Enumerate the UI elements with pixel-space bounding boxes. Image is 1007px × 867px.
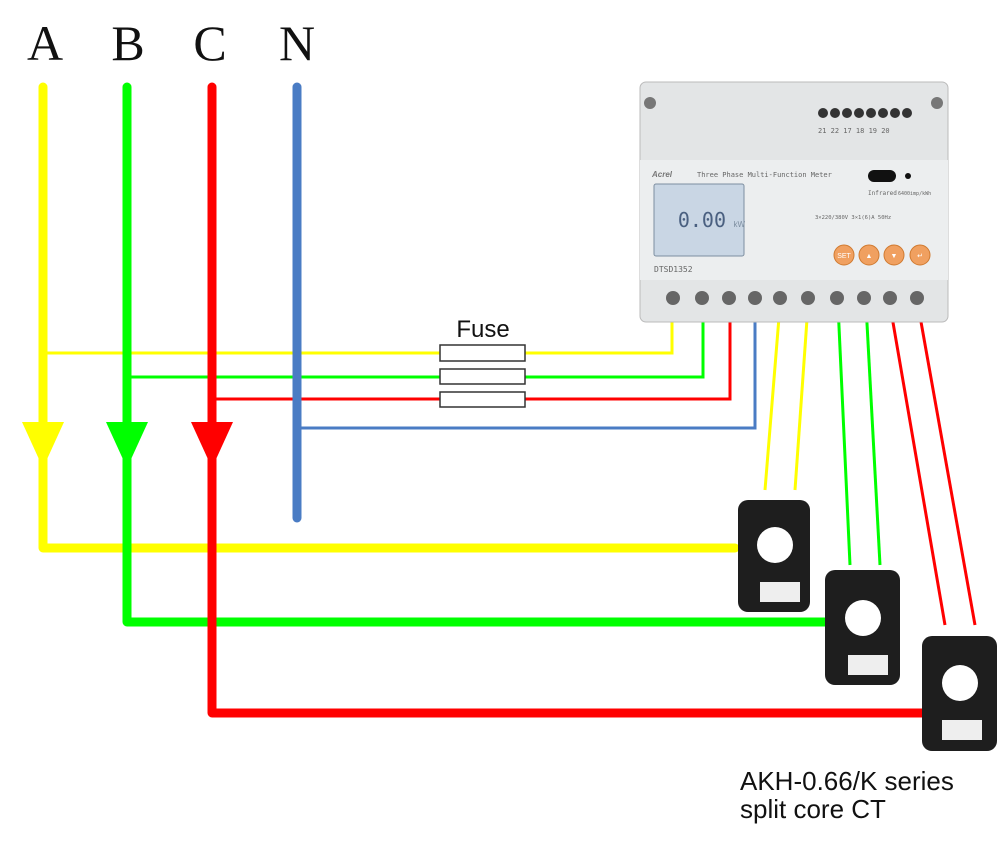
main-line-a <box>38 82 740 553</box>
ct-series-label: AKH-0.66/K series <box>740 766 954 796</box>
enter-button[interactable] <box>909 244 931 266</box>
ct-lead-b1 <box>836 304 852 566</box>
infrared-label: Infrared <box>868 190 897 197</box>
fuse-c <box>439 391 526 408</box>
voltage-wire-n <box>297 305 757 430</box>
up-icon: ▲ <box>866 253 873 260</box>
display-unit: kW <box>733 220 745 229</box>
set-button-label: SET <box>837 253 851 260</box>
up-button[interactable] <box>858 244 880 266</box>
phase-label-a: A <box>27 15 63 71</box>
arrow-down-icon-b <box>106 422 148 468</box>
main-line-c <box>207 82 927 718</box>
arrow-down-icon-c <box>191 422 233 468</box>
voltage-wire-a <box>43 310 674 355</box>
voltage-wire-b <box>127 305 705 379</box>
main-line-b <box>122 82 835 627</box>
fuse-b <box>439 368 526 385</box>
fuse-a <box>439 344 526 362</box>
set-button[interactable] <box>833 244 855 266</box>
meter-title: Three Phase Multi-Function Meter <box>697 171 832 179</box>
ct-lead-a1 <box>763 304 782 491</box>
phase-label-b: B <box>111 15 144 71</box>
ct-a <box>738 500 810 612</box>
rating-label: 3×220/380V 3×1(6)A 50Hz <box>815 215 891 221</box>
meter-brand: Acrel <box>651 170 673 179</box>
ct-lead-c2 <box>916 304 977 626</box>
meter-model: DTSD1352 <box>654 265 693 274</box>
down-icon: ▼ <box>891 253 898 260</box>
pulse-label: 6400imp/kWh <box>898 191 931 197</box>
ct-c <box>922 636 997 751</box>
down-button[interactable] <box>883 244 905 266</box>
ct-type-label: split core CT <box>740 794 886 824</box>
enter-icon: ↵ <box>917 253 923 260</box>
lcd-display: 0.00 <box>678 208 726 232</box>
voltage-wire-c <box>212 305 732 401</box>
arrow-down-icon-a <box>22 422 64 468</box>
fuse-label: Fuse <box>456 316 509 343</box>
phase-label-c: C <box>193 15 226 71</box>
ct-b <box>825 570 900 685</box>
ct-lead-c1 <box>888 304 947 626</box>
ct-lead-b2 <box>864 304 882 566</box>
ct-lead-a2 <box>793 304 810 491</box>
energy-meter: 21 22 17 18 19 20 Acrel Three Phase Mult… <box>639 81 949 323</box>
top-terminal-numbers: 21 22 17 18 19 20 <box>818 127 890 135</box>
phase-label-n: N <box>279 15 315 71</box>
